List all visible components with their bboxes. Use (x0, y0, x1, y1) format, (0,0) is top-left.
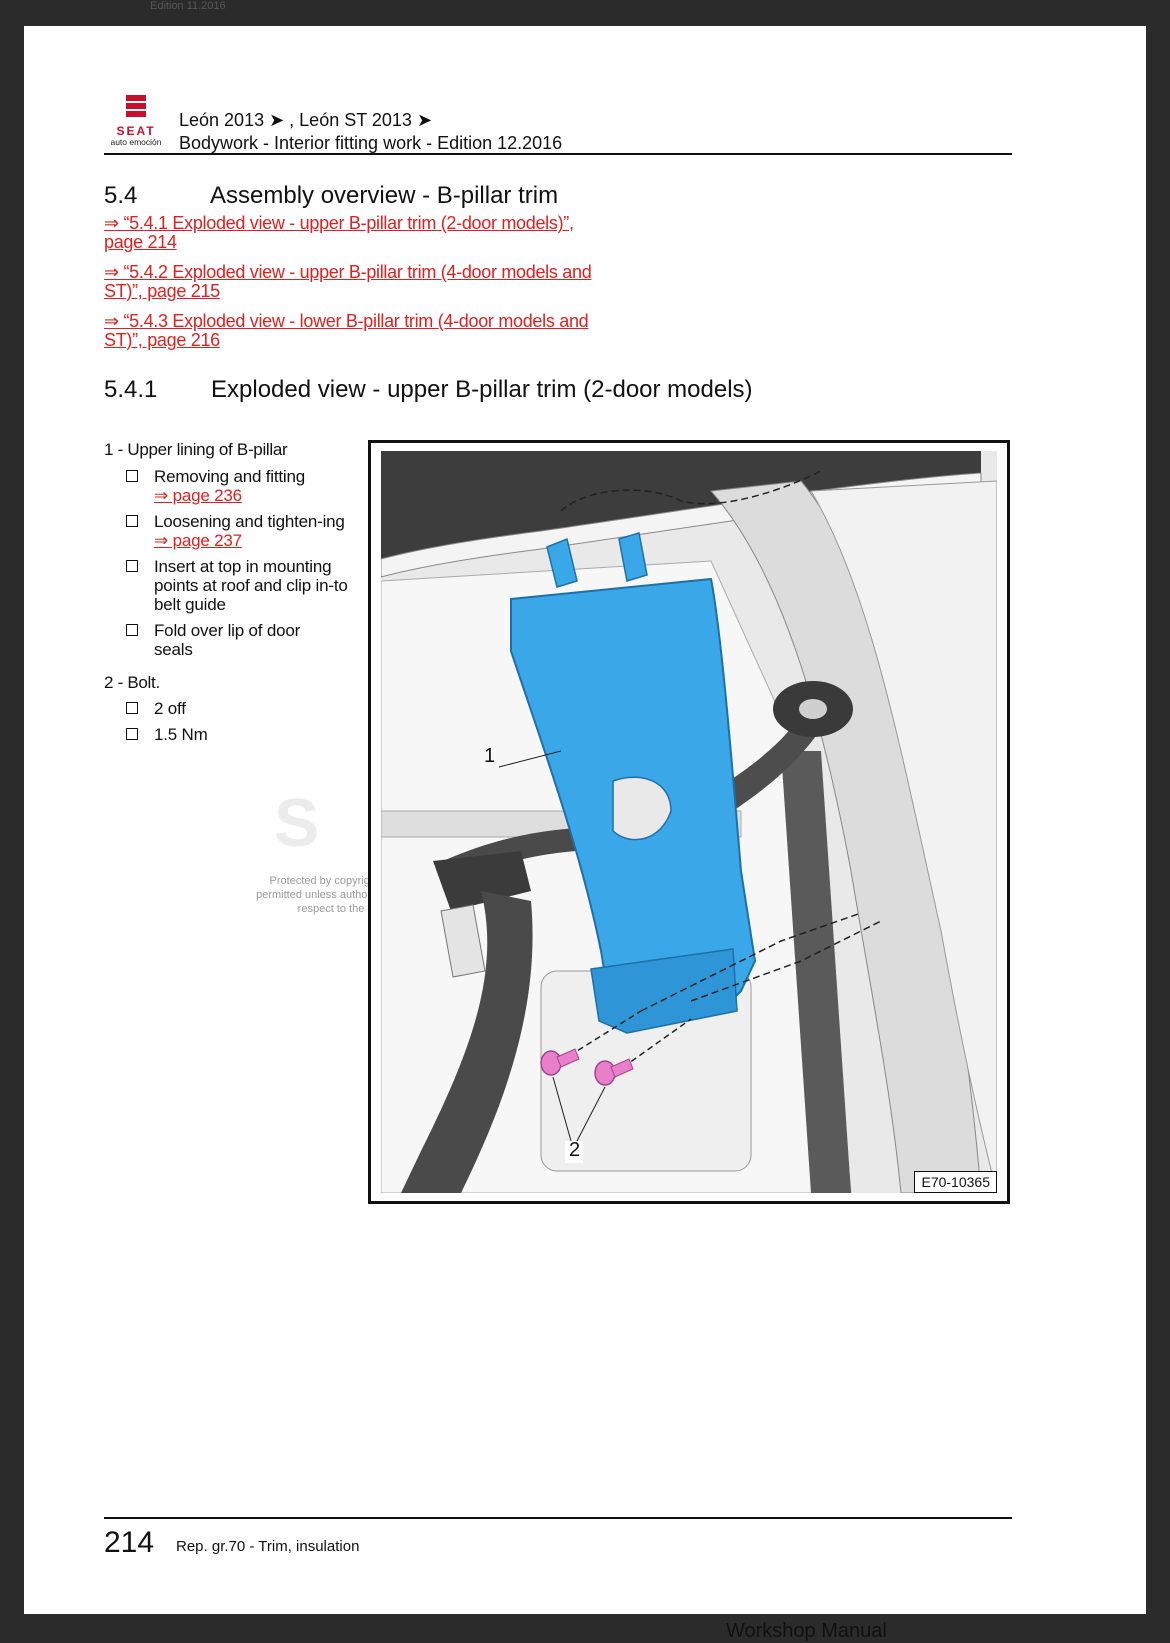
link-line: page 214 (104, 232, 177, 252)
exploded-view-figure: 1 2 E70-10365 (368, 440, 1010, 1204)
page-number: 214 (104, 1526, 155, 1559)
background-workshop-label: Workshop Manual (726, 1620, 887, 1642)
logo-tagline: auto emoción (110, 137, 162, 147)
callout-1-label: 1 (484, 745, 496, 767)
figure-id-label: E70-10365 (914, 1171, 997, 1193)
bullet-text: 2 off (154, 699, 186, 718)
section-title: Assembly overview - B-pillar trim (210, 182, 559, 209)
page-link[interactable]: ⇒ page 236 (154, 486, 242, 505)
subsection-title: Exploded view - upper B-pillar trim (2-d… (211, 376, 753, 403)
header-subtitle: Bodywork - Interior fitting work - Editi… (179, 133, 563, 153)
bullet-text: Insert at top in mounting points at roof… (154, 557, 348, 614)
link-line: ST)”, page 215 (104, 281, 220, 301)
subsection-heading: 5.4.1 Exploded view - upper B-pillar trim… (104, 376, 753, 404)
watermark-line: permitted unless authoris (256, 889, 379, 901)
link-5-4-3[interactable]: ⇒ “5.4.3 Exploded view - lower B-pillar … (104, 312, 644, 350)
link-line: ⇒ “5.4.2 Exploded view - upper B-pillar … (104, 262, 592, 282)
link-line: ⇒ “5.4.3 Exploded view - lower B-pillar … (104, 311, 589, 331)
seat-logo: SEAT auto emoción (104, 92, 168, 148)
checkbox-icon (126, 515, 138, 527)
bullet-text: Fold over lip of door seals (154, 621, 301, 659)
checkbox-icon (126, 702, 138, 714)
section-heading: 5.4 Assembly overview - B-pillar trim (104, 182, 558, 210)
b-pillar-illustration (381, 451, 997, 1193)
subsection-number: 5.4.1 (104, 376, 158, 403)
bullet-text: Removing and fitting (154, 467, 305, 486)
link-line: ⇒ “5.4.1 Exploded view - upper B-pillar … (104, 213, 574, 233)
watermark-text: Protected by copyright permitted unless … (239, 874, 379, 916)
watermark-line: respect to the co (297, 903, 379, 915)
section-number: 5.4 (104, 182, 138, 209)
svg-text:S: S (274, 794, 319, 854)
item-heading: 1 - Upper lining of B-pillar (104, 440, 288, 459)
header-models: León 2013 ➤ , León ST 2013 ➤ (179, 110, 433, 130)
checkbox-icon (126, 624, 138, 636)
checkbox-icon (126, 728, 138, 740)
checkbox-icon (126, 470, 138, 482)
callout-2-label: 2 (569, 1139, 581, 1161)
header-divider (104, 153, 1012, 155)
footer-divider (104, 1517, 1012, 1519)
link-5-4-1[interactable]: ⇒ “5.4.1 Exploded view - upper B-pillar … (104, 214, 644, 252)
bullet-text: 1.5 Nm (154, 725, 208, 744)
watermark-line: Protected by copyright (269, 875, 379, 887)
item-heading: 2 - Bolt. (104, 673, 160, 692)
logo-brand: SEAT (116, 124, 156, 138)
manual-page: SEAT auto emoción León 2013 ➤ , León ST … (24, 26, 1146, 1614)
link-5-4-2[interactable]: ⇒ “5.4.2 Exploded view - upper B-pillar … (104, 263, 644, 301)
page-link[interactable]: ⇒ page 237 (154, 531, 242, 550)
bullet-text: Loosening and tighten-ing (154, 512, 345, 531)
checkbox-icon (126, 560, 138, 572)
background-edition-text: Edition 11.2016 (150, 0, 226, 12)
link-line: ST)”, page 216 (104, 330, 220, 350)
footer-text: Rep. gr.70 - Trim, insulation (176, 1538, 360, 1555)
seat-s-icon (126, 95, 146, 117)
watermark-logo-icon: S (274, 794, 319, 854)
